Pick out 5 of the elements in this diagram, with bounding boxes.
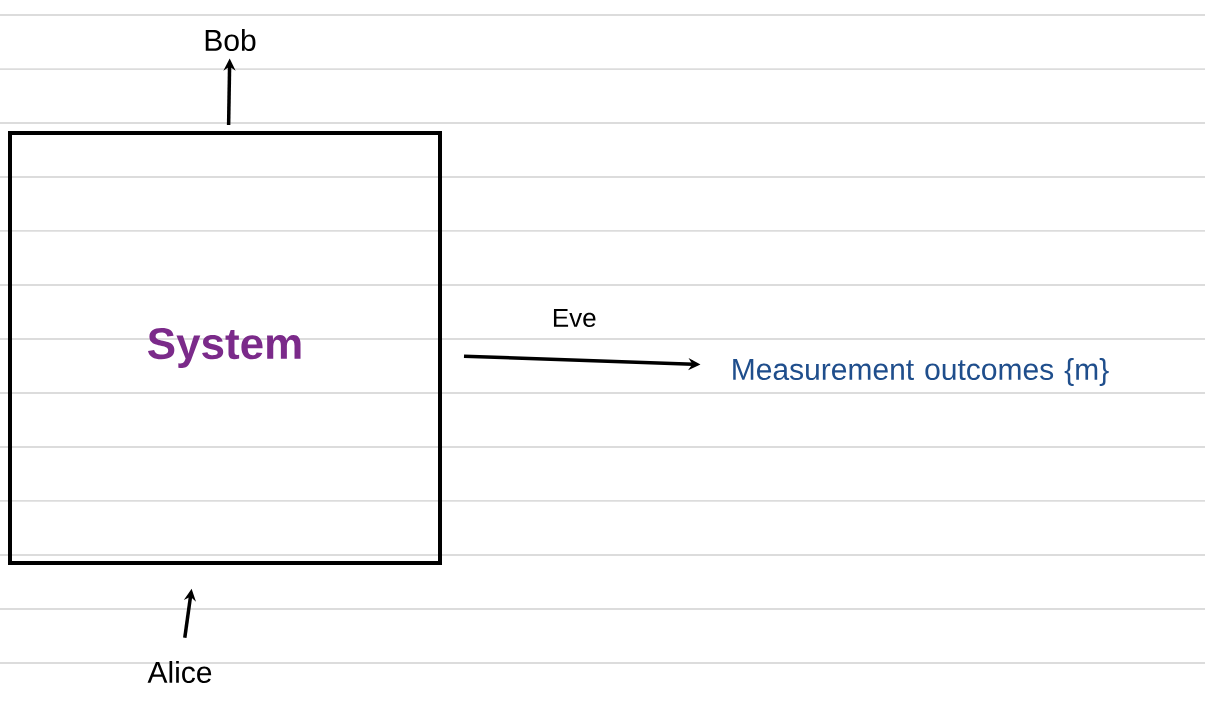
node-label: Bob	[205, 29, 256, 51]
edge-label: Eve	[549, 306, 599, 330]
measurement-label: Measurement outcomes {m}	[733, 358, 1109, 386]
system-box: System	[8, 131, 442, 565]
node-label: Alice	[147, 661, 212, 684]
